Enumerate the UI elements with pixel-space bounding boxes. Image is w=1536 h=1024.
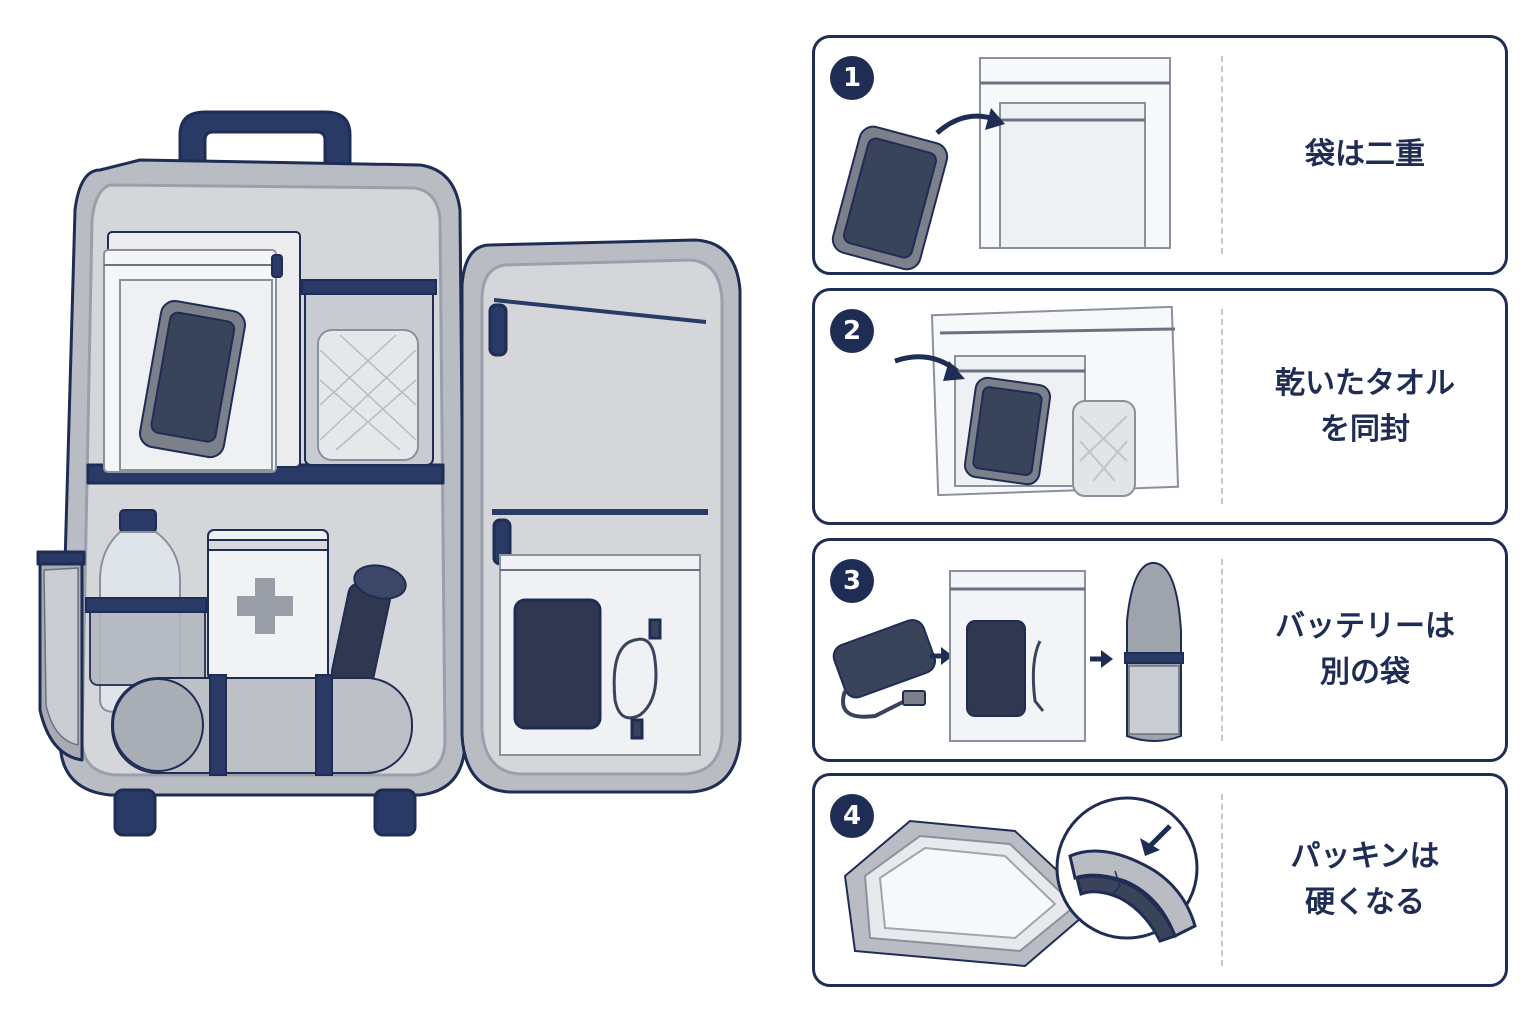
step-label-line-1: 袋は二重 <box>1305 137 1425 172</box>
step-number-badge: 1 <box>830 56 874 100</box>
arrow-icon <box>1090 650 1113 668</box>
step-label: パッキンは 硬くなる <box>1225 776 1505 984</box>
step-label-line-1: パッキンは <box>1290 839 1440 874</box>
smartphone-icon <box>831 125 949 271</box>
step-label: 袋は二重 <box>1225 38 1505 272</box>
arrow-icon <box>930 647 953 665</box>
smartphone-icon <box>963 376 1052 486</box>
usb-cable-icon <box>612 618 662 740</box>
smartphone-icon <box>139 300 246 459</box>
step-number-badge: 2 <box>830 309 874 353</box>
step-3-illustration <box>832 561 1184 742</box>
first-aid-kit-icon <box>207 529 329 681</box>
step-card-2: 2 乾いたタオル を同封 <box>812 288 1508 525</box>
step-4-illustration <box>843 796 1199 968</box>
step-label-line-2: 硬くなる <box>1305 885 1425 920</box>
step-label-line-2: 別の袋 <box>1320 655 1410 690</box>
power-bank-icon <box>513 598 602 730</box>
towel-icon <box>301 279 437 466</box>
zip-bag-icon <box>979 57 1171 249</box>
arrow-icon <box>1140 824 1172 856</box>
zip-bag-icon <box>949 570 1086 742</box>
step-2-illustration <box>894 305 1180 497</box>
flashlight-icon <box>330 564 407 688</box>
magnifier-icon <box>1055 796 1199 943</box>
step-card-4: 4 パッキンは 硬くなる <box>812 773 1508 987</box>
step-card-1: 1 袋は二重 <box>812 35 1508 275</box>
step-label-line-1: バッテリーは <box>1275 609 1455 644</box>
step-number-badge: 3 <box>830 559 874 603</box>
arrow-icon <box>935 108 1005 135</box>
sleeping-mat-icon <box>111 674 413 776</box>
step-label: バッテリーは 別の袋 <box>1225 541 1505 759</box>
step-label-line-2: を同封 <box>1320 411 1410 447</box>
step-label-line-1: 乾いたタオル <box>1275 365 1455 401</box>
towel-icon <box>1072 400 1136 497</box>
step-card-3: 3 バッテリーは 別の袋 <box>812 538 1508 762</box>
step-number-badge: 4 <box>830 794 874 838</box>
backpack-illustration <box>36 110 742 837</box>
arrow-icon <box>894 354 965 381</box>
step-1-illustration <box>831 57 1171 271</box>
container-icon <box>843 819 1097 968</box>
step-label: 乾いたタオル を同封 <box>1225 291 1505 522</box>
mesh-pouch-icon <box>1124 561 1184 742</box>
power-bank-icon <box>832 618 937 719</box>
